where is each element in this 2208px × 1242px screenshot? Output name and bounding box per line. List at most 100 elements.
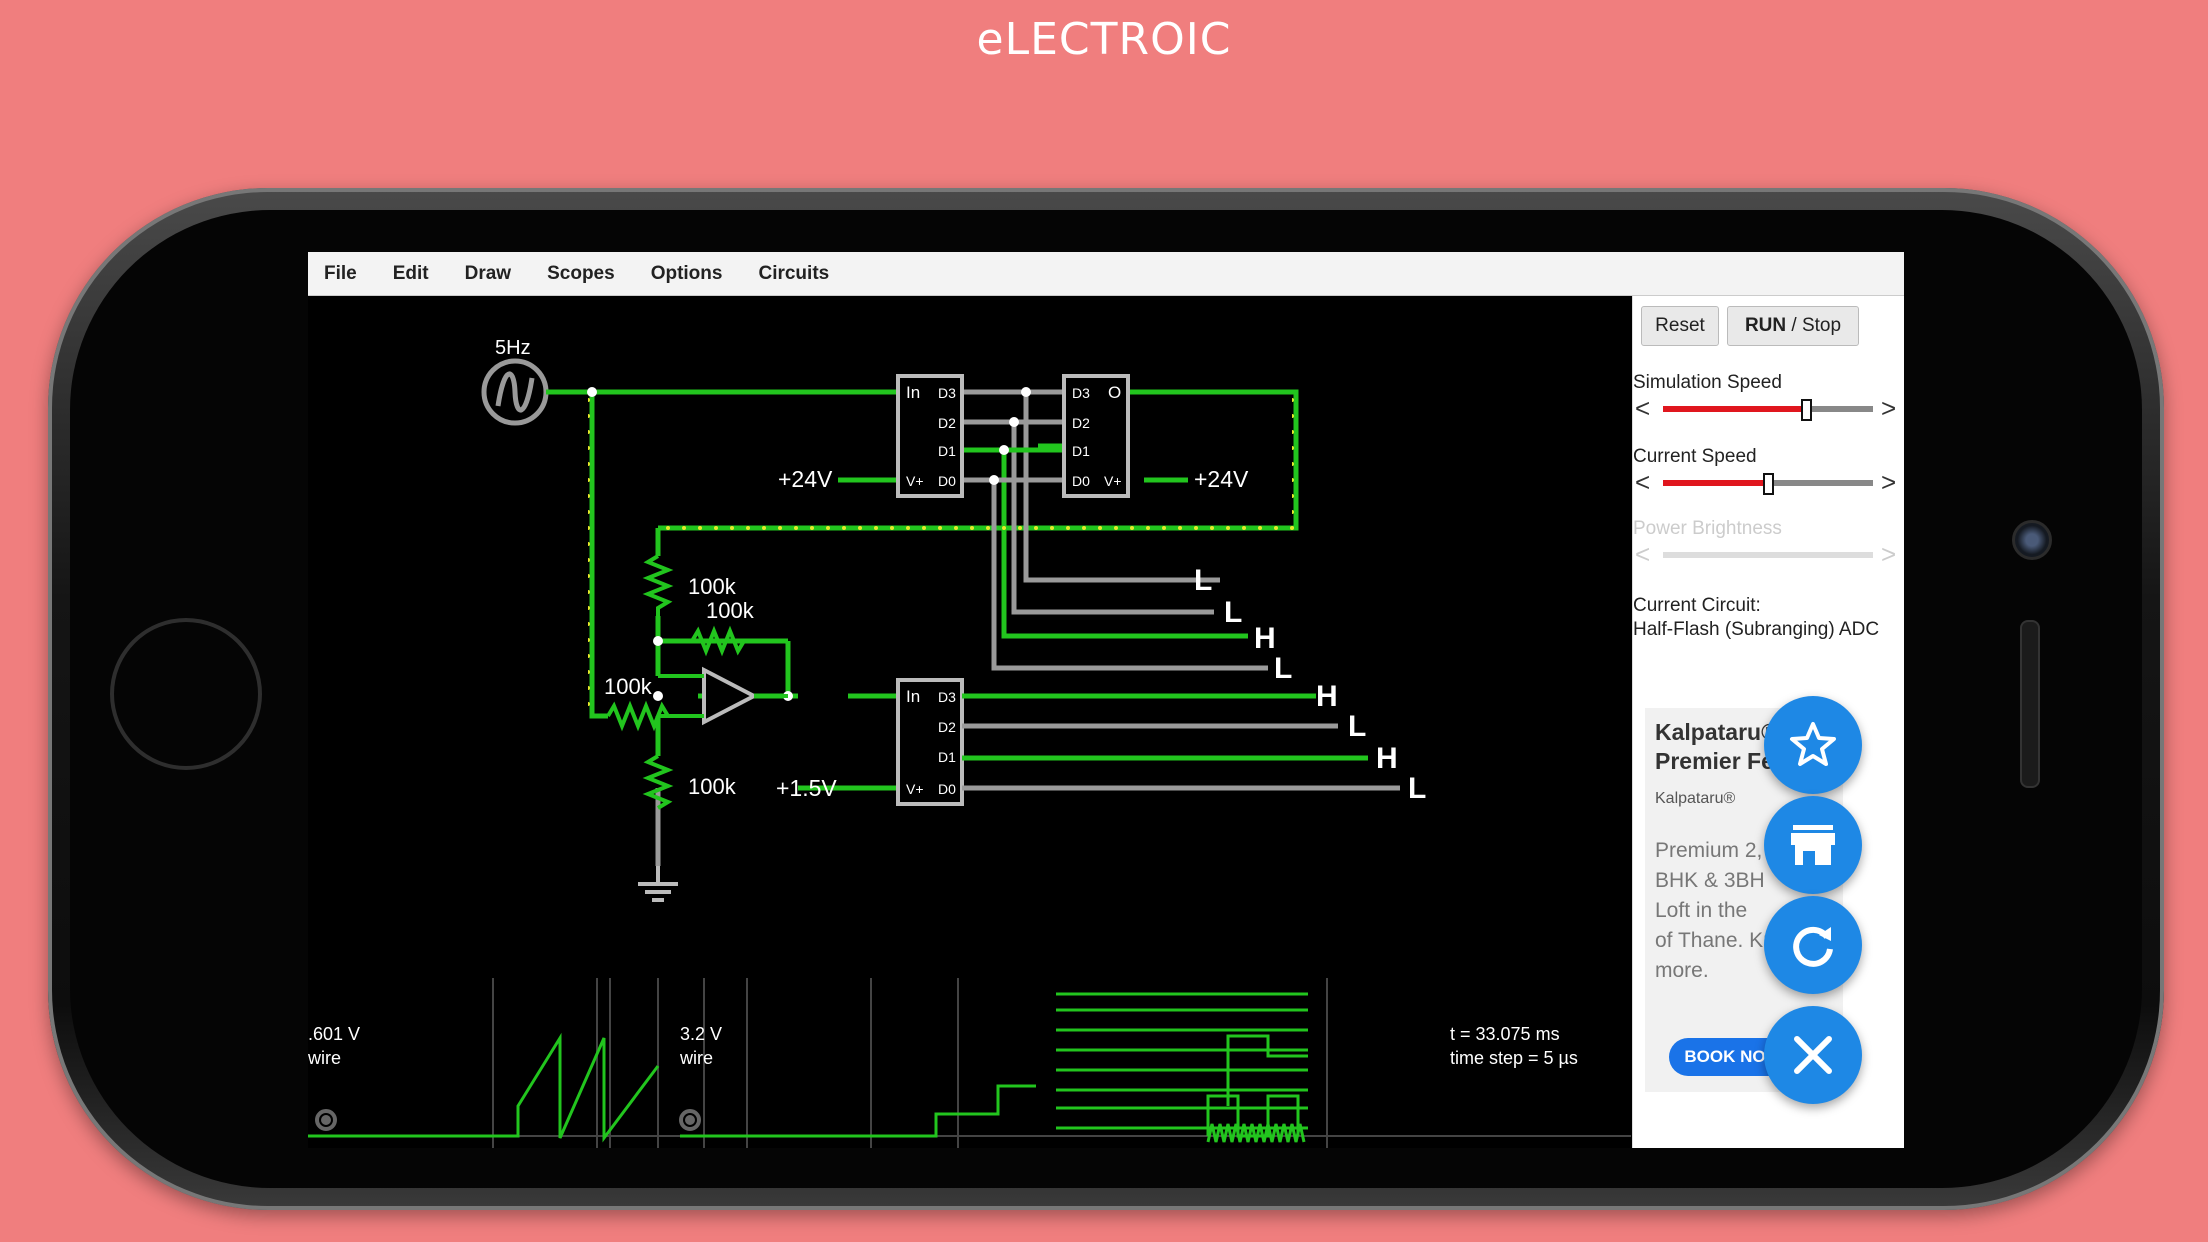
output-label-5: H xyxy=(1316,680,1338,713)
current-speed-thumb[interactable] xyxy=(1763,473,1774,495)
close-icon xyxy=(1794,1036,1832,1074)
gear-icon[interactable] xyxy=(315,1109,337,1131)
star-fab-button[interactable] xyxy=(1764,696,1862,794)
star-icon xyxy=(1790,722,1836,766)
adc1-pin-vplus: V+ xyxy=(906,473,924,489)
scope-panels[interactable] xyxy=(308,978,1631,1148)
resistor-2[interactable] xyxy=(690,625,788,657)
scope-1-sub: wire xyxy=(308,1048,342,1068)
sim-speed-fill xyxy=(1663,406,1806,412)
stop-label: / Stop xyxy=(1786,315,1842,336)
scope-2-readout: 3.2 V wire xyxy=(680,1022,722,1070)
ground-symbol[interactable] xyxy=(638,866,678,902)
ad-title: Kalpataru® Premier Fe xyxy=(1655,718,1795,776)
circuit-canvas[interactable]: 5Hz xyxy=(308,296,1631,1148)
circuit-diagram[interactable]: 5Hz xyxy=(308,296,1631,1148)
scope-2-sub: wire xyxy=(680,1048,714,1068)
adc1-pin-in: In xyxy=(906,383,920,402)
scope-1-value: .601 V xyxy=(308,1024,361,1044)
menu-circuits[interactable]: Circuits xyxy=(758,262,830,284)
chevron-left-icon[interactable]: < xyxy=(1635,393,1651,423)
adc3-pin-in: In xyxy=(906,687,920,706)
ad-desc-line: Loft in the xyxy=(1655,899,1748,922)
current-speed-label: Current Speed xyxy=(1633,446,1757,467)
power-brightness-label: Power Brightness xyxy=(1633,518,1782,539)
ad-title-line-2: Premier Fe xyxy=(1655,748,1774,774)
menu-options[interactable]: Options xyxy=(650,262,723,284)
ad-title-line-1: Kalpataru® xyxy=(1655,719,1779,745)
refresh-fab-button[interactable] xyxy=(1764,896,1862,994)
scope-2-value: 3.2 V xyxy=(680,1024,723,1044)
resistor-3[interactable] xyxy=(606,700,672,732)
ad-brand: Kalpataru® xyxy=(1655,790,1736,807)
reset-label: Reset xyxy=(1655,315,1705,336)
home-button[interactable] xyxy=(110,618,262,770)
adc1-pin-d2: D2 xyxy=(938,415,956,431)
sim-speed-thumb[interactable] xyxy=(1800,399,1812,421)
run-stop-button[interactable]: RUN / Stop xyxy=(1727,306,1859,346)
idle-wires xyxy=(655,389,1400,866)
close-fab-button[interactable] xyxy=(1764,1006,1862,1104)
adc-chip-1[interactable]: In D3 D2 D1 V+ D0 xyxy=(896,374,964,498)
sim-speed-track[interactable] xyxy=(1663,399,1873,421)
menu-bar: File Edit Draw Scopes Options Circuits xyxy=(308,252,1904,296)
current-speed-slider[interactable]: < > xyxy=(1633,468,1904,496)
adc2-pin-d3: D3 xyxy=(1072,385,1090,401)
resistor-4[interactable] xyxy=(642,754,674,810)
output-label-6: L xyxy=(1348,710,1366,743)
junctions xyxy=(587,387,1031,701)
ac-source[interactable]: 5Hz xyxy=(481,337,549,426)
ad-description: Premium 2, 3 BHK & 3BH Loft in the of Th… xyxy=(1655,836,1795,986)
sim-speed-label: Simulation Speed xyxy=(1633,372,1782,393)
adc-chip-3[interactable]: In D3 D2 D1 V+ D0 xyxy=(896,678,964,806)
adc1-pin-d3: D3 xyxy=(938,385,956,401)
resistor-1[interactable] xyxy=(642,554,674,616)
adc-chip-2[interactable]: D3 O D2 D1 D0 V+ xyxy=(1062,374,1130,498)
menu-edit[interactable]: Edit xyxy=(392,262,429,284)
run-label: RUN xyxy=(1744,315,1787,336)
output-label-4: L xyxy=(1274,652,1292,685)
chevron-left-icon[interactable]: < xyxy=(1635,467,1651,497)
ad-desc-line: more. xyxy=(1655,959,1709,982)
output-label-2: L xyxy=(1224,596,1242,629)
resistor-1-label: 100k xyxy=(688,574,737,599)
sim-speed-slider[interactable]: < > xyxy=(1633,394,1904,422)
current-speed-fill xyxy=(1663,480,1768,486)
adc2-pin-d2: D2 xyxy=(1072,415,1090,431)
store-fab-button[interactable] xyxy=(1764,796,1862,894)
current-circuit-name: Half-Flash (Subranging) ADC xyxy=(1633,619,1880,640)
current-speed-track[interactable] xyxy=(1663,473,1873,495)
current-dots xyxy=(546,388,1300,716)
menu-scopes[interactable]: Scopes xyxy=(547,262,615,284)
speaker-grille xyxy=(2020,620,2040,788)
adc3-pin-d0: D0 xyxy=(938,781,956,797)
time-step-value: time step = 5 µs xyxy=(1450,1048,1578,1068)
supply-label-ref: +1.5V xyxy=(776,775,837,801)
menu-draw[interactable]: Draw xyxy=(464,262,512,284)
camera-icon xyxy=(2012,520,2052,560)
supply-label-left: +24V xyxy=(778,466,833,492)
current-circuit-label: Current Circuit: xyxy=(1633,595,1761,616)
ad-desc-line: of Thane. Kn xyxy=(1655,929,1775,952)
current-circuit-info: Current Circuit: Half-Flash (Subranging) … xyxy=(1633,594,1904,642)
op-amp[interactable] xyxy=(658,666,788,726)
app-screen: File Edit Draw Scopes Options Circuits 5… xyxy=(308,252,1904,1148)
adc2-pin-d0: D0 xyxy=(1072,473,1090,489)
output-label-7: H xyxy=(1376,742,1398,775)
output-label-1: L xyxy=(1194,564,1212,597)
resistor-4-label: 100k xyxy=(688,774,737,799)
supply-label-right: +24V xyxy=(1194,466,1249,492)
chevron-left-icon: < xyxy=(1635,539,1651,569)
scope-1-trace xyxy=(308,1032,660,1143)
reset-button[interactable]: Reset xyxy=(1641,306,1719,346)
menu-file[interactable]: File xyxy=(324,262,357,284)
gear-icon-2[interactable] xyxy=(679,1109,701,1131)
power-brightness-slider: < > xyxy=(1633,540,1904,568)
chevron-right-icon[interactable]: > xyxy=(1881,467,1897,497)
output-label-8: L xyxy=(1408,772,1426,805)
chevron-right-icon[interactable]: > xyxy=(1881,393,1897,423)
power-brightness-track xyxy=(1663,552,1873,558)
scope-1-readout: .601 V wire xyxy=(308,1022,360,1070)
source-label: 5Hz xyxy=(495,337,531,359)
